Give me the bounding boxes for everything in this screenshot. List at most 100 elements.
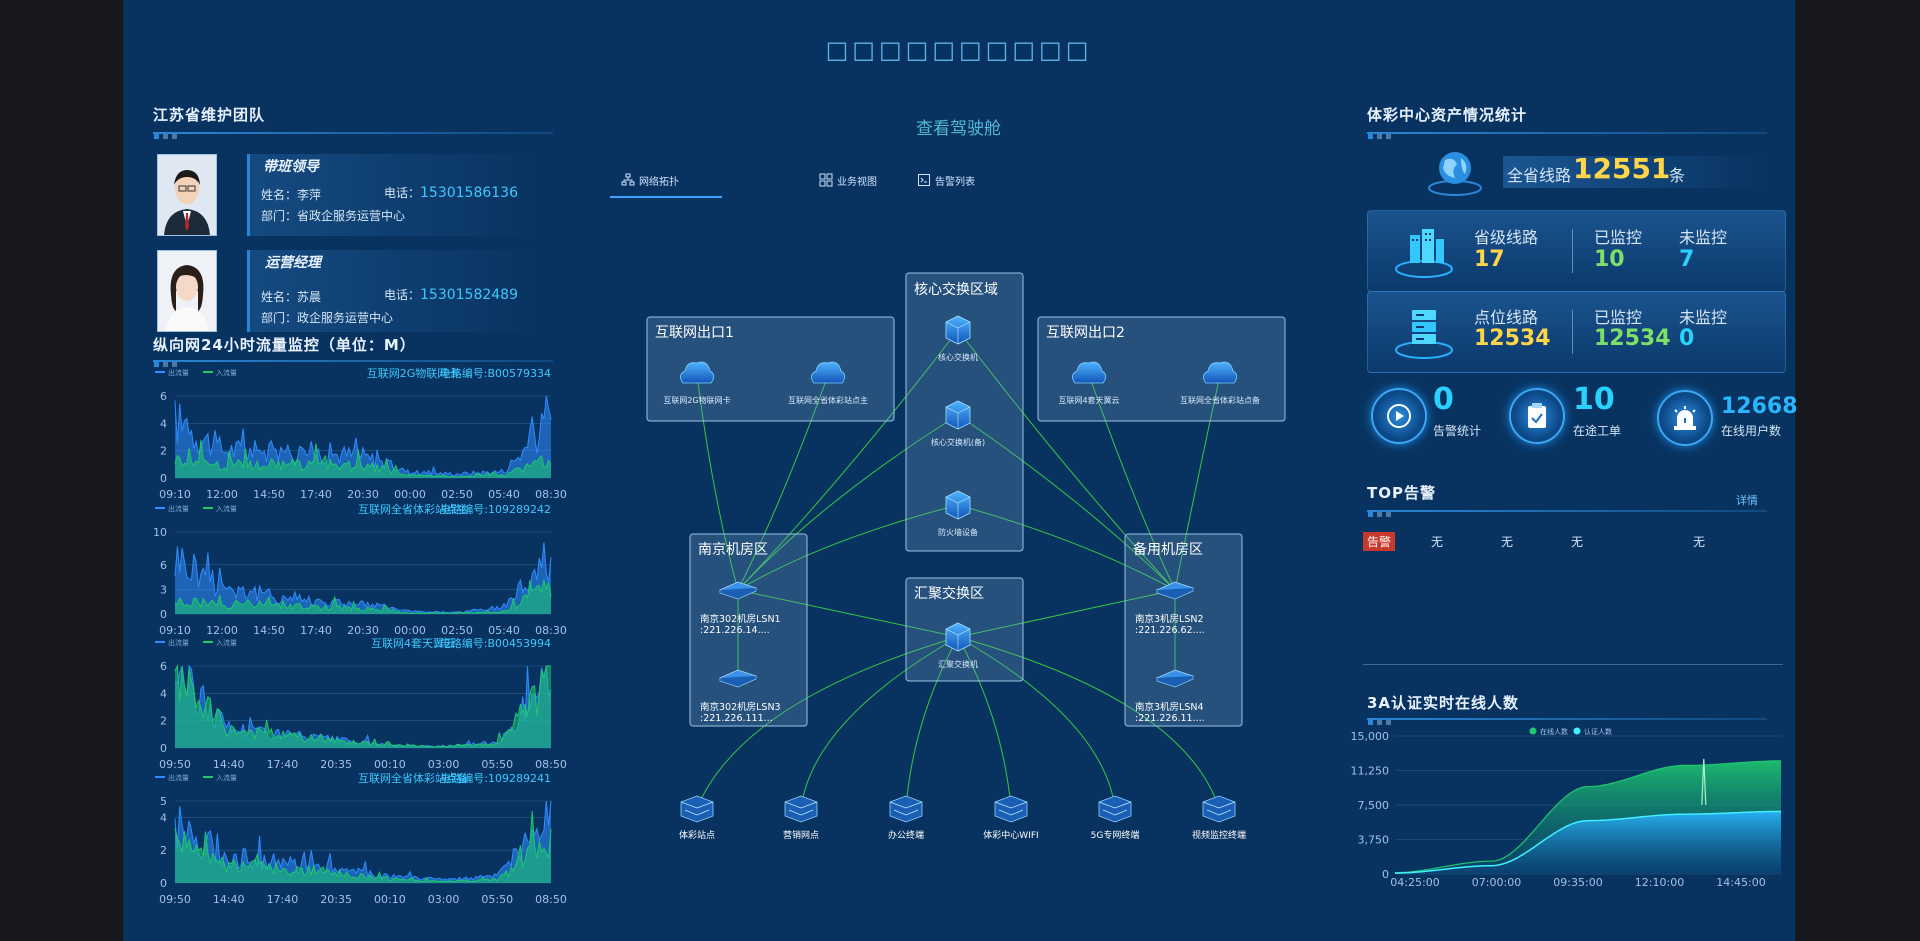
- y-tick-label: 0: [1382, 868, 1389, 881]
- cloud-node[interactable]: 互联网全省体彩站点备: [1180, 361, 1260, 405]
- x-tick-label: 02:50: [441, 488, 473, 501]
- cloud-node[interactable]: 互联网2G物联网卡: [663, 361, 731, 405]
- alarm-clock-icon: [1371, 388, 1427, 444]
- legend-label: 出流量: [168, 638, 189, 647]
- divider: [1367, 132, 1767, 134]
- group-cloud1: [646, 316, 895, 422]
- cockpit-link[interactable]: 查看驾驶舱: [916, 119, 1001, 139]
- series-area: [175, 666, 551, 748]
- node-label: 核心交换机: [938, 352, 978, 362]
- divider: [153, 360, 553, 362]
- node-label: 互联网全省体彩站点备: [1180, 395, 1260, 405]
- grid-icon: [819, 173, 833, 187]
- tab-business[interactable]: 业务视图: [819, 164, 877, 196]
- node-label: 5G专网终端: [1091, 829, 1140, 841]
- y-tick-label: 2: [160, 844, 167, 857]
- series-area: [175, 579, 551, 614]
- legend-label: 入流量: [216, 368, 237, 377]
- endpoint-node[interactable]: 5G专网终端: [1091, 795, 1140, 841]
- legend-label: 认证人数: [1584, 727, 1612, 736]
- series-line: [174, 800, 552, 882]
- x-tick-label: 00:00: [394, 624, 426, 637]
- alarm-cell: 无: [1431, 535, 1444, 549]
- switch-node[interactable]: 核心交换机: [938, 315, 978, 362]
- chart-title: 互联网全省体彩站点备: [358, 771, 468, 785]
- node-label: 汇聚交换机: [938, 659, 978, 669]
- router-node[interactable]: 南京3机房LSN2:221.226.62....: [1135, 581, 1205, 636]
- node-label: 体彩中心WIFI: [983, 829, 1038, 841]
- chart-legend: 在线人数 认证人数: [1529, 727, 1612, 736]
- group-label: 备用机房区: [1133, 541, 1203, 558]
- tab-topology[interactable]: 网络拓扑: [610, 164, 722, 198]
- series-line: [174, 542, 552, 614]
- unmonitored-value: 0: [1679, 326, 1695, 351]
- switch-node[interactable]: 防火墙设备: [938, 490, 978, 537]
- x-tick-label: 08:30: [535, 624, 567, 637]
- legend-label: 在线人数: [1540, 727, 1568, 736]
- alarm-cell: 无: [1571, 535, 1584, 549]
- cloud-node[interactable]: 互联网4套天翼云: [1058, 361, 1120, 405]
- alarm-row[interactable]: 告警 无 无 无 无: [1363, 532, 1783, 552]
- x-tick-label: 17:40: [300, 624, 332, 637]
- x-tick-label: 17:40: [300, 488, 332, 501]
- group-label: 汇聚交换区: [914, 585, 984, 602]
- monitored-value: 10: [1594, 247, 1625, 272]
- server-icon: [1098, 795, 1132, 823]
- legend-label: 入流量: [216, 638, 237, 647]
- endpoint-node[interactable]: 营销网点: [783, 795, 819, 841]
- team-member-leader: 带班领导 姓名：李萍 电话：15301586136 部门：省政企服务运营中心: [157, 154, 540, 238]
- group-label: 南京机房区: [698, 542, 768, 558]
- router-node[interactable]: 南京3机房LSN4:221.226.11....: [1135, 669, 1205, 724]
- divider: [1363, 664, 1783, 665]
- x-tick-label: 08:50: [535, 758, 567, 771]
- circuit-id: 电路编号:109289241: [440, 771, 551, 785]
- y-tick-label: 4: [160, 811, 167, 824]
- node-label: :221.226.14....: [700, 625, 770, 636]
- alarm-count-label: 告警统计: [1433, 424, 1482, 438]
- unmonitored-label: 未监控: [1679, 308, 1728, 327]
- y-tick-label: 6: [160, 559, 167, 572]
- node-label: 南京302机房LSN3: [700, 701, 781, 713]
- endpoint-node[interactable]: 办公终端: [888, 795, 924, 841]
- decor-dots: [1368, 134, 1391, 139]
- node-label: 办公终端: [888, 829, 924, 841]
- node-label: 互联网4套天翼云: [1058, 395, 1119, 405]
- endpoint-node[interactable]: 视频监控终端: [1192, 795, 1246, 841]
- y-tick-label: 6: [160, 660, 167, 673]
- member-dept: 部门：省政企服务运营中心: [261, 209, 406, 223]
- page-title: □□□□□□□□□□: [825, 36, 1093, 64]
- group-right: [1124, 533, 1243, 727]
- x-tick-label: 05:40: [488, 488, 520, 501]
- router-node[interactable]: 南京302机房LSN3:221.226.111...: [700, 669, 781, 724]
- member-card: [247, 154, 540, 236]
- monitored-label: 已监控: [1594, 228, 1643, 247]
- online-user-count: 12668: [1721, 394, 1798, 419]
- team-member-manager: 运营经理 姓名：苏晨 电话：15301582489 部门：政企服务运营中心: [157, 250, 540, 334]
- switch-node[interactable]: 汇聚交换机: [938, 622, 978, 669]
- x-tick-label: 20:35: [320, 893, 352, 906]
- y-tick-label: 4: [160, 417, 167, 430]
- server-icon: [680, 795, 714, 823]
- node-label: 互联网2G物联网卡: [663, 395, 730, 405]
- divider: [1367, 718, 1767, 720]
- network-topology: 互联网出口1 核心交换区域 互联网出口2 南京机房区 汇聚交换区 备用机房区 互…: [646, 272, 1286, 841]
- x-tick-label: 14:50: [253, 624, 285, 637]
- cloud-node[interactable]: 互联网全省体彩站点主: [788, 361, 868, 405]
- tab-alarms[interactable]: 告警列表: [918, 164, 975, 196]
- endpoint-node[interactable]: 体彩站点: [679, 795, 715, 841]
- group-label: 互联网出口2: [1046, 325, 1125, 341]
- endpoint-node[interactable]: 体彩中心WIFI: [983, 795, 1039, 841]
- alarms-detail-link[interactable]: 详情: [1736, 494, 1758, 507]
- x-tick-label: 07:00:00: [1472, 876, 1521, 889]
- node-label: :221.226.62....: [1135, 625, 1205, 636]
- divider: [1367, 510, 1767, 512]
- router-node[interactable]: 南京302机房LSN1:221.226.14....: [700, 581, 781, 636]
- y-tick-label: 4: [160, 687, 167, 700]
- point-lines-panel: 点位线路 12534 已监控 12534 未监控 0: [1367, 291, 1786, 373]
- series-line: [174, 664, 551, 748]
- decor-dots: [1368, 720, 1391, 725]
- provincial-lines-panel: 省级线路 17 已监控 10 未监控 7: [1367, 210, 1786, 292]
- node-label: 南京3机房LSN2: [1135, 613, 1204, 625]
- switch-node[interactable]: 核心交换机(备): [931, 400, 985, 447]
- x-tick-label: 00:10: [374, 758, 406, 771]
